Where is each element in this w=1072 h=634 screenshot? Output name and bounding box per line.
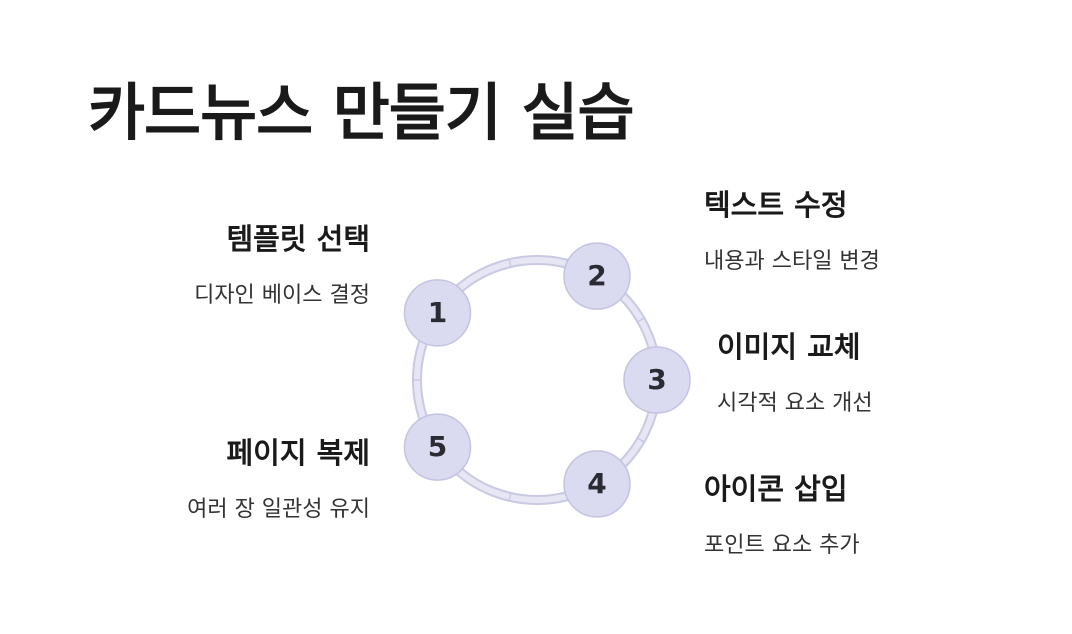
ring-tick <box>636 316 646 324</box>
step-5-desc: 여러 장 일관성 유지 <box>187 496 370 522</box>
step-4-title: 아이콘 삽입 <box>704 472 848 506</box>
step-1-caption: 템플릿 선택 디자인 베이스 결정 <box>194 222 370 309</box>
cycle-node-circle <box>623 346 691 414</box>
step-1-title: 템플릿 선택 <box>226 222 371 256</box>
cycle-node-number: 2 <box>587 259 606 292</box>
ring-tick <box>636 436 646 444</box>
step-4-desc: 포인트 요소 추가 <box>704 532 860 558</box>
cycle-nodes: 1 2 3 4 5 <box>403 242 691 518</box>
step-3-caption: 이미지 교체 시각적 요소 개선 <box>717 330 873 417</box>
cycle-node-circle <box>403 279 472 347</box>
cycle-node-number: 5 <box>428 430 447 463</box>
cycle-node-1: 1 <box>403 279 472 347</box>
cycle-node-number: 1 <box>428 296 447 329</box>
step-3-desc: 시각적 요소 개선 <box>717 390 873 416</box>
step-5-title: 페이지 복제 <box>226 436 371 470</box>
cycle-node-circle <box>403 413 472 481</box>
cycle-node-number: 3 <box>647 363 666 396</box>
cycle-node-circle <box>563 242 631 310</box>
ring-tick <box>508 491 512 502</box>
cycle-node-3: 3 <box>623 346 691 414</box>
cycle-node-2: 2 <box>563 242 631 310</box>
cycle-node-5: 5 <box>403 413 472 481</box>
step-2-title: 텍스트 수정 <box>704 188 848 222</box>
step-3-title: 이미지 교체 <box>717 330 861 364</box>
ring-tick <box>508 258 512 269</box>
step-4-caption: 아이콘 삽입 포인트 요소 추가 <box>704 472 860 559</box>
cycle-node-4: 4 <box>563 450 631 518</box>
cycle-node-number: 4 <box>587 467 606 500</box>
step-1-desc: 디자인 베이스 결정 <box>194 282 370 308</box>
cycle-node-circle <box>563 450 631 518</box>
page-title: 카드뉴스 만들기 실습 <box>88 76 635 149</box>
step-2-caption: 텍스트 수정 내용과 스타일 변경 <box>704 188 880 275</box>
step-2-desc: 내용과 스타일 변경 <box>704 248 880 274</box>
step-5-caption: 페이지 복제 여러 장 일관성 유지 <box>187 436 370 523</box>
